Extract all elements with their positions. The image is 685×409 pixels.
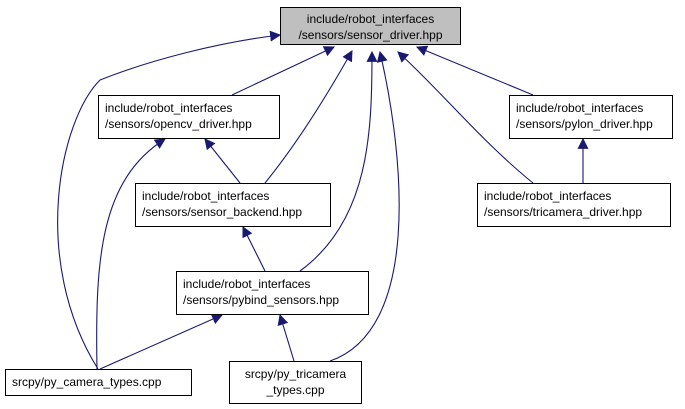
edge-tricamera-driver-to-sensor-driver bbox=[397, 51, 534, 184]
edge-sensor-backend-to-opencv-driver bbox=[204, 138, 241, 184]
node-sensor-backend-line2: /sensors/sensor_backend.hpp bbox=[142, 205, 303, 219]
edge-pylon-driver-to-sensor-driver bbox=[415, 45, 534, 96]
node-sensor-driver-line2: /sensors/sensor_driver.hpp bbox=[298, 28, 443, 42]
node-sensor-backend[interactable]: include/robot_interfaces /sensors/sensor… bbox=[135, 183, 331, 227]
node-pylon-driver[interactable]: include/robot_interfaces /sensors/pylon_… bbox=[509, 95, 673, 139]
edge-py-camera-types-to-sensor-driver bbox=[57, 30, 282, 370]
edge-pybind-sensors-to-sensor-backend bbox=[242, 226, 266, 272]
node-opencv-driver-line1: include/robot_interfaces bbox=[105, 101, 233, 115]
edge-py-camera-types-to-opencv-driver bbox=[96, 138, 166, 370]
edge-py-tricamera-types-to-sensor-driver bbox=[329, 50, 400, 362]
node-opencv-driver-line2: /sensors/opencv_driver.hpp bbox=[105, 117, 252, 131]
node-py-camera-types-line1: srcpy/py_camera_types.cpp bbox=[12, 375, 162, 389]
edge-sensor-backend-to-sensor-driver bbox=[264, 50, 353, 184]
node-pybind-sensors[interactable]: include/robot_interfaces /sensors/pybind… bbox=[176, 271, 369, 315]
edge-py-tricamera-types-to-pybind-sensors bbox=[277, 313, 295, 362]
node-py-camera-types[interactable]: srcpy/py_camera_types.cpp bbox=[5, 369, 192, 396]
node-pylon-driver-line2: /sensors/pylon_driver.hpp bbox=[516, 117, 653, 131]
node-opencv-driver[interactable]: include/robot_interfaces /sensors/opencv… bbox=[98, 95, 280, 139]
node-py-tricamera-types-line2: _types.cpp bbox=[266, 383, 325, 397]
node-sensor-driver-line1: include/robot_interfaces bbox=[306, 12, 435, 26]
node-py-tricamera-types[interactable]: srcpy/py_tricamera _types.cpp bbox=[229, 361, 362, 404]
node-pylon-driver-line1: include/robot_interfaces bbox=[516, 101, 644, 115]
node-sensor-backend-line1: include/robot_interfaces bbox=[142, 189, 270, 203]
edge-pybind-sensors-to-sensor-driver bbox=[299, 50, 378, 272]
node-sensor-driver: include/robot_interfaces /sensors/sensor… bbox=[280, 7, 461, 45]
node-tricamera-driver-line1: include/robot_interfaces bbox=[484, 189, 612, 203]
node-tricamera-driver-line2: /sensors/tricamera_driver.hpp bbox=[484, 205, 643, 219]
node-pybind-sensors-line2: /sensors/pybind_sensors.hpp bbox=[183, 293, 340, 307]
edge-opencv-driver-to-sensor-driver bbox=[231, 46, 335, 96]
edge-py-camera-types-to-pybind-sensors bbox=[99, 313, 224, 370]
node-pybind-sensors-line1: include/robot_interfaces bbox=[183, 277, 311, 291]
node-tricamera-driver[interactable]: include/robot_interfaces /sensors/tricam… bbox=[477, 183, 671, 227]
node-py-tricamera-types-line1: srcpy/py_tricamera bbox=[244, 367, 347, 381]
